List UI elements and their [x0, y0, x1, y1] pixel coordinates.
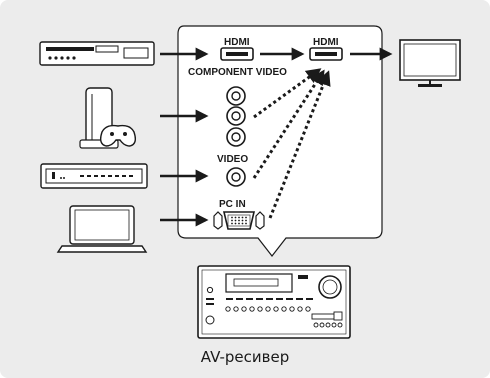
- dotted-arrow-component-to-hdmi: [253, 68, 322, 119]
- set-top-box-icon: [40, 163, 148, 189]
- blu-ray-player-icon: [39, 41, 155, 66]
- laptop-icon: [56, 205, 148, 253]
- av-receiver-caption: AV-ресивер: [200, 348, 290, 366]
- video-label: VIDEO: [217, 154, 249, 165]
- hdmi-out-label: HDMI: [313, 37, 339, 48]
- tv-icon: [399, 39, 461, 87]
- pc-in-label: PC IN: [219, 199, 246, 210]
- receiver-panel: [177, 25, 383, 257]
- hdmi-in-label: HDMI: [224, 37, 250, 48]
- component-video-jacks-icon: [226, 86, 246, 147]
- av-receiver-icon: [197, 265, 351, 339]
- dotted-arrow-pc-in-to-hdmi: [268, 70, 331, 219]
- hdmi-in-port-icon: [220, 47, 254, 61]
- game-console-icon: [79, 87, 137, 149]
- composite-video-jack-icon: [226, 167, 246, 187]
- component-video-label: COMPONENT VIDEO: [188, 67, 287, 78]
- hdmi-out-port-icon: [309, 47, 343, 61]
- pc-in-vga-port-icon: [213, 211, 265, 230]
